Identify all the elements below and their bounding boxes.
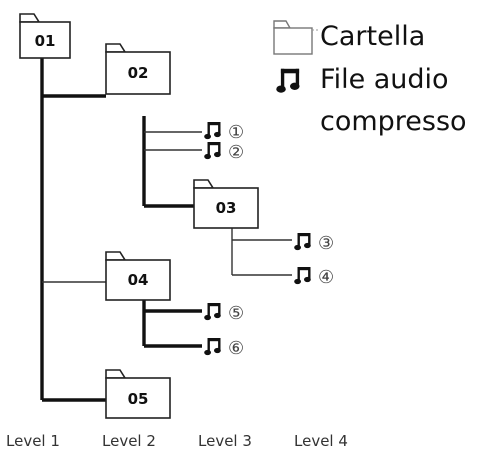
folder-icon [193,179,215,189]
folder-02: 02 [105,43,171,95]
file-number: ④ [318,267,334,288]
music-note-icon [204,122,221,140]
folder-icon [105,369,127,379]
music-note-icon [204,338,221,356]
audio-file-6: ⑥ [204,338,244,359]
folder-icon [105,251,127,261]
audio-file-4: ④ [294,267,334,288]
file-number: ⑤ [228,303,244,324]
music-note-icon [294,267,311,285]
music-note-icon [204,303,221,321]
file-number: ③ [318,233,334,254]
file-number: ⑥ [228,338,244,359]
folder-label: 03 [216,199,237,217]
music-note-icon [204,142,221,160]
connector-lines [40,58,292,402]
legend: Cartella File audio compresso [273,20,467,137]
level-1-label: Level 1 [6,432,60,450]
folder-icon [19,13,41,23]
audio-file-3: ③ [294,233,334,254]
folder-05: 05 [105,369,171,419]
legend-file-label-line1: File audio [320,64,449,95]
file-number: ② [228,142,244,163]
level-labels: Level 1 Level 2 Level 3 Level 4 [6,432,348,450]
level-3-label: Level 3 [198,432,252,450]
legend-folder-icon [273,20,320,55]
folder-label: 02 [128,64,149,82]
audio-file-5: ⑤ [204,303,244,324]
legend-file-label-line2: compresso [320,106,467,137]
audio-file-1: ① [204,122,244,143]
folder-label: 05 [128,390,149,408]
audio-file-2: ② [204,142,244,163]
folder-label: 01 [35,32,56,50]
music-note-icon [294,233,311,251]
folder-03: 03 [193,179,259,229]
legend-folder-label: Cartella [320,21,425,52]
level-2-label: Level 2 [102,432,156,450]
folder-icon [105,43,127,53]
level-4-label: Level 4 [294,432,348,450]
folder-04: 04 [105,251,171,301]
folder-label: 04 [128,271,149,289]
file-number: ① [228,122,244,143]
music-note-icon [276,68,300,93]
folder-01: 01 [19,13,71,59]
